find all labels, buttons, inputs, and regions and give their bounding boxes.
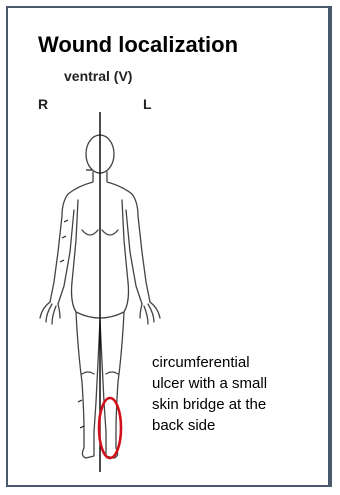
annotation-line-3: skin bridge at the (152, 394, 322, 415)
body-hand-right (40, 302, 60, 324)
annotation-line-2: ulcer with a small (152, 373, 322, 394)
side-right-label: R (38, 96, 48, 112)
page-title: Wound localization (38, 32, 238, 58)
annotation-line-4: back side (152, 415, 322, 436)
side-left-label: L (143, 96, 152, 112)
body-hand-left (140, 302, 160, 324)
view-label: ventral (V) (64, 68, 132, 84)
wound-annotation: circumferential ulcer with a small skin … (152, 352, 322, 436)
wound-marker-icon (99, 398, 121, 458)
annotation-line-1: circumferential (152, 352, 322, 373)
